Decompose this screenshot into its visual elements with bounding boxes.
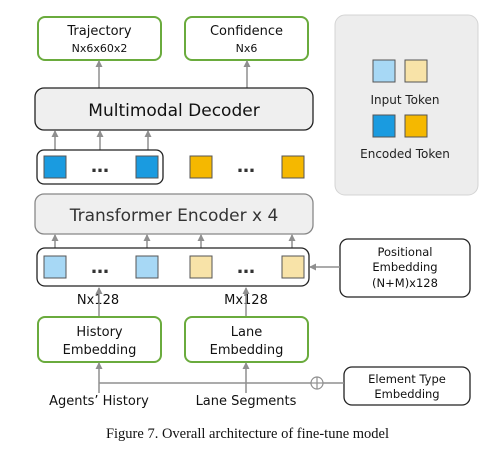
encoded-agent-ellipsis: … — [91, 156, 109, 177]
history-embedding-line2: Embedding — [63, 343, 137, 358]
trajectory-title: Trajectory — [66, 24, 131, 39]
multimodal-decoder-block — [34, 87, 314, 131]
lane-embedding-line1: Lane — [231, 325, 262, 340]
positional-line2: Embedding — [372, 260, 437, 274]
input-lane-token — [281, 255, 305, 279]
positional-embedding-box — [339, 238, 471, 298]
element-type-line1: Element Type — [368, 372, 446, 386]
legend-input-token-orange — [404, 59, 428, 83]
legend-encoded-token-orange — [404, 114, 428, 138]
figure-caption: Figure 7. Overall architecture of fine-t… — [105, 426, 390, 442]
agents-dim-label: Nx128 — [77, 293, 119, 308]
legend-input-label: Input Token — [370, 93, 439, 107]
encoded-lane-token — [189, 155, 213, 179]
element-type-embedding-box — [343, 366, 471, 406]
agents-history-label: Agents’ History — [49, 394, 149, 409]
input-agent-token — [135, 255, 159, 279]
confidence-shape: Nx6 — [236, 42, 258, 55]
legend-encoded-token-blue — [372, 114, 396, 138]
input-lane-token — [189, 255, 213, 279]
encoded-agent-token — [135, 155, 159, 179]
input-lane-ellipsis: … — [237, 257, 255, 278]
legend-input-token-blue — [372, 59, 396, 83]
positional-line1: Positional — [377, 245, 432, 259]
encoded-agent-token-group — [36, 149, 164, 185]
input-token-group — [36, 247, 310, 287]
input-agent-ellipsis: … — [91, 257, 109, 278]
encoded-lane-ellipsis: … — [237, 156, 255, 177]
encoded-agent-token — [43, 155, 67, 179]
encoder-label: Transformer Encoder x 4 — [69, 206, 279, 226]
confidence-title: Confidence — [210, 24, 283, 39]
trajectory-shape: Nx6x60x2 — [72, 42, 128, 55]
decoder-label: Multimodal Decoder — [88, 101, 259, 121]
legend-panel — [334, 14, 479, 196]
input-agent-token — [43, 255, 67, 279]
lane-segments-label: Lane Segments — [196, 394, 297, 409]
transformer-encoder-block — [34, 193, 314, 235]
history-embedding-line1: History — [76, 325, 123, 340]
legend-encoded-label: Encoded Token — [360, 147, 450, 161]
encoded-lane-token — [281, 155, 305, 179]
lane-embedding-line2: Embedding — [210, 343, 284, 358]
element-type-line2: Embedding — [374, 387, 439, 401]
positional-line3: (N+M)x128 — [372, 276, 438, 290]
